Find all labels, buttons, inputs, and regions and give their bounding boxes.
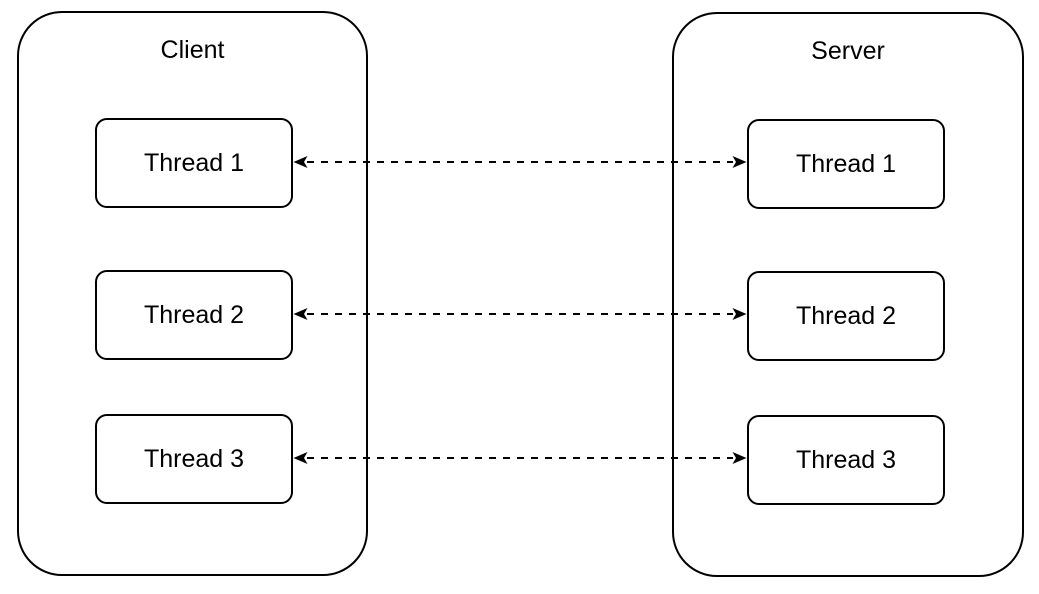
client-thread-2-label: Thread 2 bbox=[143, 300, 245, 329]
client-container-label: Client bbox=[160, 36, 225, 64]
server-thread-3-label: Thread 3 bbox=[795, 445, 897, 474]
server-thread-1-box: Thread 1 bbox=[747, 119, 945, 209]
server-thread-2-label: Thread 2 bbox=[795, 301, 897, 330]
client-thread-2-box: Thread 2 bbox=[95, 270, 293, 360]
client-thread-1-label: Thread 1 bbox=[143, 148, 245, 177]
client-thread-1-box: Thread 1 bbox=[95, 118, 293, 208]
client-container: Client Thread 1 Thread 2 Thread 3 bbox=[17, 11, 368, 576]
server-container-label: Server bbox=[811, 37, 885, 65]
client-thread-3-box: Thread 3 bbox=[95, 414, 293, 504]
server-thread-3-box: Thread 3 bbox=[747, 415, 945, 505]
server-thread-2-box: Thread 2 bbox=[747, 271, 945, 361]
server-container: Server Thread 1 Thread 2 Thread 3 bbox=[672, 12, 1024, 577]
server-thread-1-label: Thread 1 bbox=[795, 149, 897, 178]
client-thread-3-label: Thread 3 bbox=[143, 444, 245, 473]
